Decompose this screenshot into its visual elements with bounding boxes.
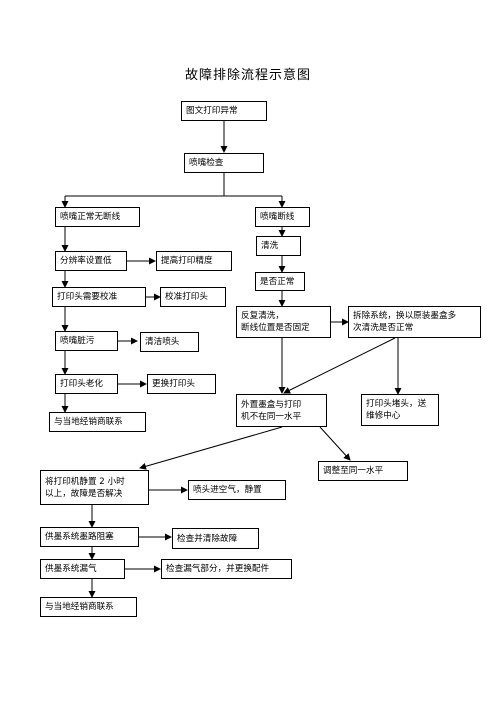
diagram-title: 故障排除流程示意图 [184, 68, 311, 83]
node-adjust-level: 调整至同一水平 [318, 461, 408, 481]
node-clean: 清洗 [256, 236, 301, 256]
node-remove-system: 拆除系统，换以原装墨盒多 次清洗是否正常 [348, 306, 481, 338]
node-ink-path-blocked: 供墨系统墨路阻塞 [40, 527, 139, 547]
node-calibrate-head: 校准打印头 [160, 287, 226, 307]
node-low-resolution: 分辨率设置低 [55, 251, 127, 271]
node-nozzle-check: 喷嘴检查 [184, 153, 264, 173]
node-repeat-clean: 反复清洗， 断线位置是否固定 [236, 306, 331, 338]
node-contact-dealer-2: 与当地经销商联系 [40, 597, 137, 617]
node-head-blocked: 打印头堵头，送 维修中心 [361, 394, 439, 426]
arrow-check-branch [65, 172, 282, 197]
node-nozzle-normal: 喷嘴正常无断线 [55, 207, 140, 227]
node-print-abnormal: 图文打印异常 [181, 101, 267, 121]
node-ink-leak: 供墨系统漏气 [40, 559, 125, 579]
arrow-remove-to-external [283, 337, 396, 394]
arrow-external-to-rest [139, 426, 283, 470]
node-air-in-nozzle: 喷头进空气，静置 [188, 480, 286, 500]
node-check-leak: 检查漏气部分，并更换配件 [161, 559, 292, 579]
node-clean-nozzle: 清洁喷头 [140, 332, 199, 352]
node-head-calibration-needed: 打印头需要校准 [52, 287, 146, 307]
node-replace-head: 更换打印头 [147, 374, 216, 394]
arrow-external-to-adjust [319, 426, 351, 461]
node-contact-dealer-1: 与当地经销商联系 [49, 412, 146, 432]
node-rest-2-hours: 将打印机静置 2 小时 以上，故障是否解决 [40, 470, 149, 505]
node-is-normal: 是否正常 [255, 272, 305, 291]
node-nozzle-dirty: 喷嘴脏污 [55, 331, 118, 351]
node-head-aging: 打印头老化 [55, 374, 118, 394]
node-check-and-fix: 检查并清除故障 [172, 528, 259, 549]
node-raise-precision: 提高打印精度 [156, 251, 232, 271]
node-external-ink-level: 外置墨盒与打印 机不在同一水平 [236, 394, 327, 427]
node-nozzle-broken: 喷嘴断线 [255, 207, 310, 227]
